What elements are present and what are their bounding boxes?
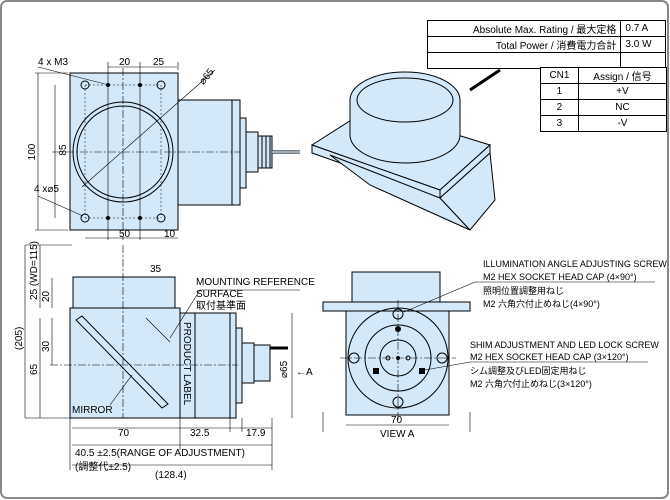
svg-text:PRODUCT LABEL: PRODUCT LABEL — [181, 322, 192, 406]
svg-text:取付基準面: 取付基準面 — [196, 299, 246, 312]
view-a: 70 VIEW A ILLUMINATION ANGLE ADJUSTING S… — [322, 259, 667, 440]
isometric-view — [310, 68, 501, 231]
heatsink-fins — [257, 135, 273, 169]
svg-text:10: 10 — [164, 229, 176, 240]
svg-text:⌀65: ⌀65 — [279, 360, 290, 378]
svg-text:20: 20 — [119, 57, 131, 68]
svg-text:M2 六角穴付止めねじ(3×120°): M2 六角穴付止めねじ(3×120°) — [470, 378, 592, 389]
top-view: 4 x M3 20 25 ⌀65 4 x⌀5 100 85 50 10 — [27, 57, 300, 240]
svg-text:M2 HEX SOCKET HEAD CAP (3×120°: M2 HEX SOCKET HEAD CAP (3×120°) — [470, 352, 629, 362]
svg-text:SHIM ADJUSTMENT AND LED LOCK S: SHIM ADJUSTMENT AND LED LOCK SCREW — [470, 340, 659, 350]
table-row: 1+V — [540, 83, 668, 100]
svg-text:(調整代±2.5): (調整代±2.5) — [75, 460, 131, 473]
svg-text:50: 50 — [119, 229, 131, 240]
svg-text:17.9: 17.9 — [246, 428, 266, 439]
svg-text:32.5: 32.5 — [190, 428, 210, 439]
svg-text:4 x⌀5: 4 x⌀5 — [34, 184, 59, 195]
svg-text:70: 70 — [391, 415, 403, 426]
svg-text:(205): (205) — [14, 327, 25, 350]
svg-text:M2 六角穴付止めねじ(4×90°): M2 六角穴付止めねじ(4×90°) — [483, 298, 600, 309]
svg-text:70: 70 — [118, 428, 130, 439]
svg-text:65: 65 — [29, 363, 40, 375]
svg-text:VIEW A: VIEW A — [380, 429, 415, 440]
svg-text:100: 100 — [27, 143, 38, 160]
svg-text:40.5 ±2.5(RANGE OF ADJUSTMENT): 40.5 ±2.5(RANGE OF ADJUSTMENT) — [75, 448, 245, 459]
svg-text:照明位置調整用ねじ: 照明位置調整用ねじ — [483, 285, 564, 296]
table-row: 3-V — [540, 115, 668, 132]
svg-text:25 (WD=115): 25 (WD=115) — [29, 241, 40, 300]
svg-text:ILLUMINATION ANGLE ADJUSTING S: ILLUMINATION ANGLE ADJUSTING SCREW — [483, 259, 667, 269]
mirror — [75, 315, 169, 409]
svg-text:35: 35 — [150, 264, 162, 275]
svg-text:MIRROR: MIRROR — [72, 405, 113, 416]
svg-text:MOUNTING REFERENCE: MOUNTING REFERENCE — [196, 277, 315, 288]
body — [177, 99, 233, 206]
svg-text:25: 25 — [153, 57, 165, 68]
svg-text:4 x M3: 4 x M3 — [38, 57, 68, 68]
mounting-plate — [69, 72, 179, 231]
adjusting-screws — [348, 308, 448, 408]
svg-text:⌀65: ⌀65 — [197, 67, 217, 88]
side-view: 35 25 (WD=115) 20 (205) 30 65 MOUNTING R… — [14, 241, 315, 481]
svg-text:30: 30 — [41, 340, 52, 352]
svg-text:シム調整及びLED固定用ねじ: シム調整及びLED固定用ねじ — [470, 365, 587, 376]
svg-text:←A: ←A — [296, 367, 313, 378]
table-row — [426, 52, 666, 69]
svg-text:(128.4): (128.4) — [155, 470, 187, 481]
svg-text:85: 85 — [58, 144, 69, 156]
svg-text:20: 20 — [41, 290, 52, 302]
svg-text:SURFACE: SURFACE — [196, 289, 244, 300]
svg-text:M2 HEX SOCKET HEAD CAP (4×90°): M2 HEX SOCKET HEAD CAP (4×90°) — [483, 272, 637, 282]
top-block — [72, 276, 176, 309]
